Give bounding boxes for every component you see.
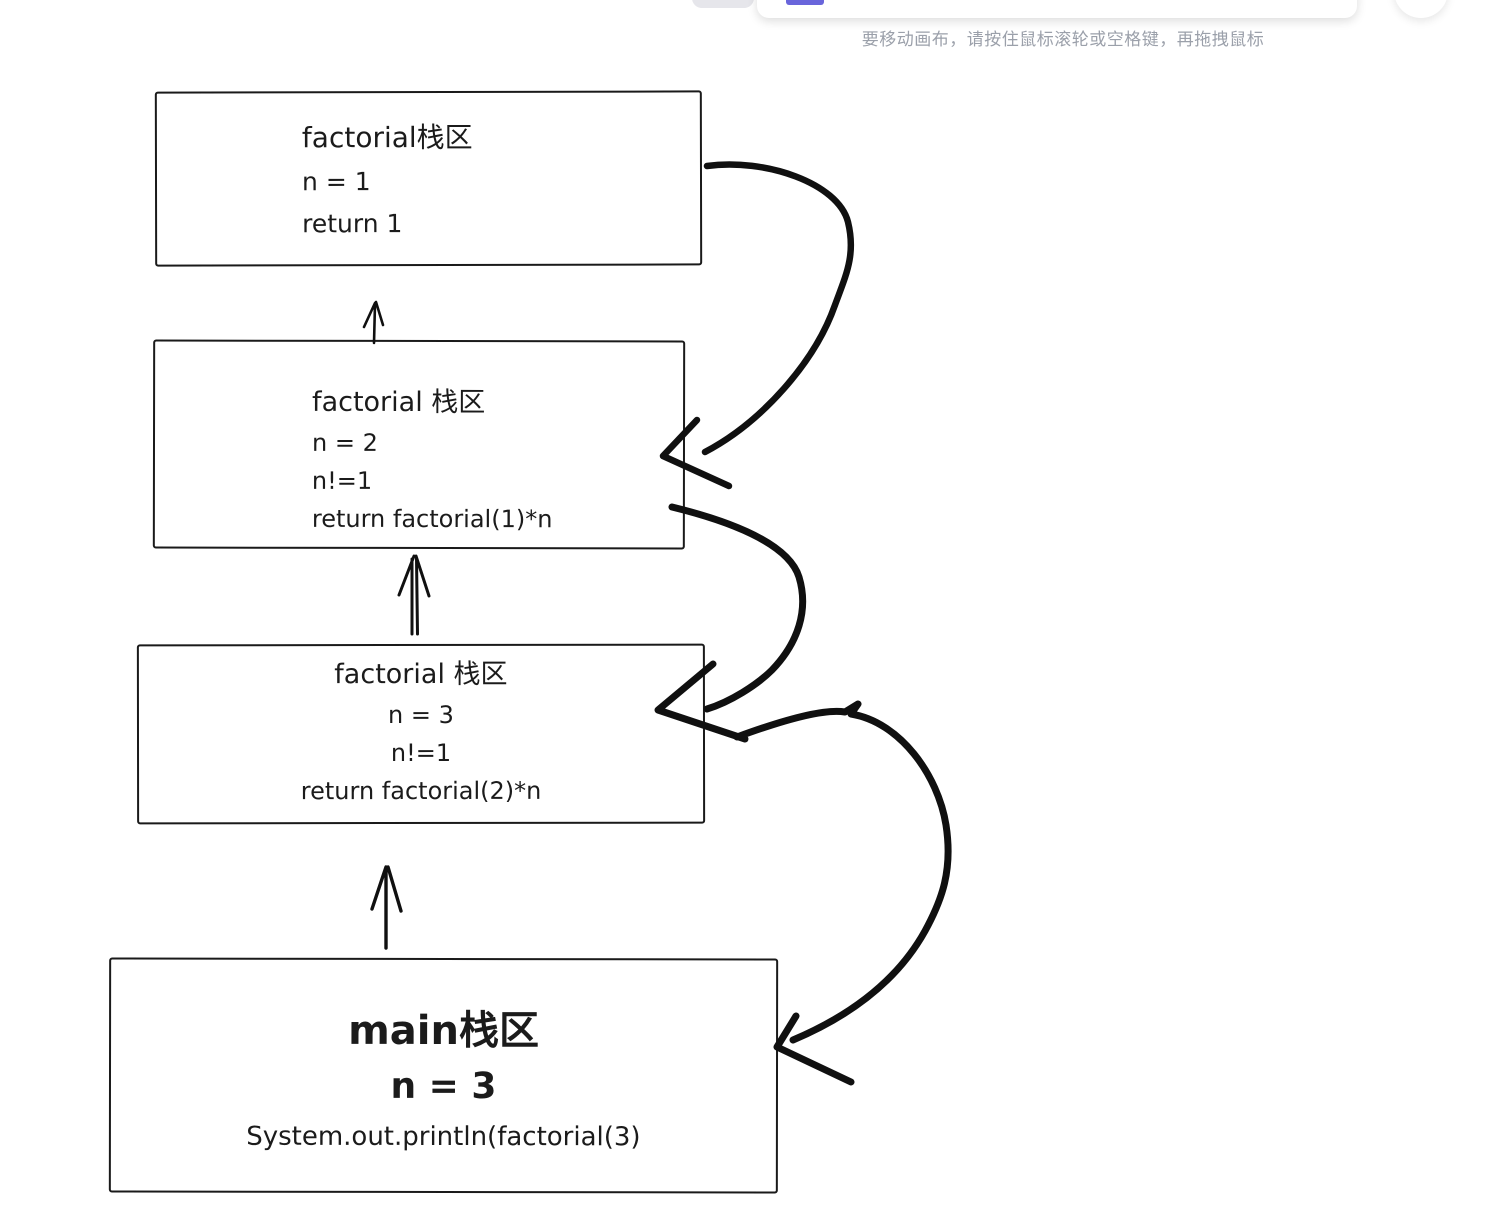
toolbar-right-button[interactable] <box>1394 0 1448 18</box>
return-curve-n3-to-main[interactable] <box>733 700 952 1044</box>
up-arrow-n2-to-n1[interactable] <box>362 300 385 345</box>
up-arrow-n3-to-n2[interactable] <box>397 554 431 636</box>
return-arrowhead-n2-to-n3[interactable] <box>654 660 749 743</box>
menu-button-partial[interactable] <box>692 0 754 8</box>
up-arrow-main-to-n3[interactable] <box>370 865 403 950</box>
return-arrowhead-n1-to-n2[interactable] <box>659 416 733 490</box>
return-curve-n2-to-n3[interactable] <box>668 503 807 713</box>
return-arrowhead-n3-to-main[interactable] <box>773 1012 855 1086</box>
active-tool-indicator <box>786 0 824 5</box>
return-curve-n1-to-n2[interactable] <box>701 161 855 456</box>
canvas-pan-hint: 要移动画布，请按住鼠标滚轮或空格键，再拖拽鼠标 <box>861 30 1265 50</box>
tool-panel[interactable] <box>757 0 1357 18</box>
